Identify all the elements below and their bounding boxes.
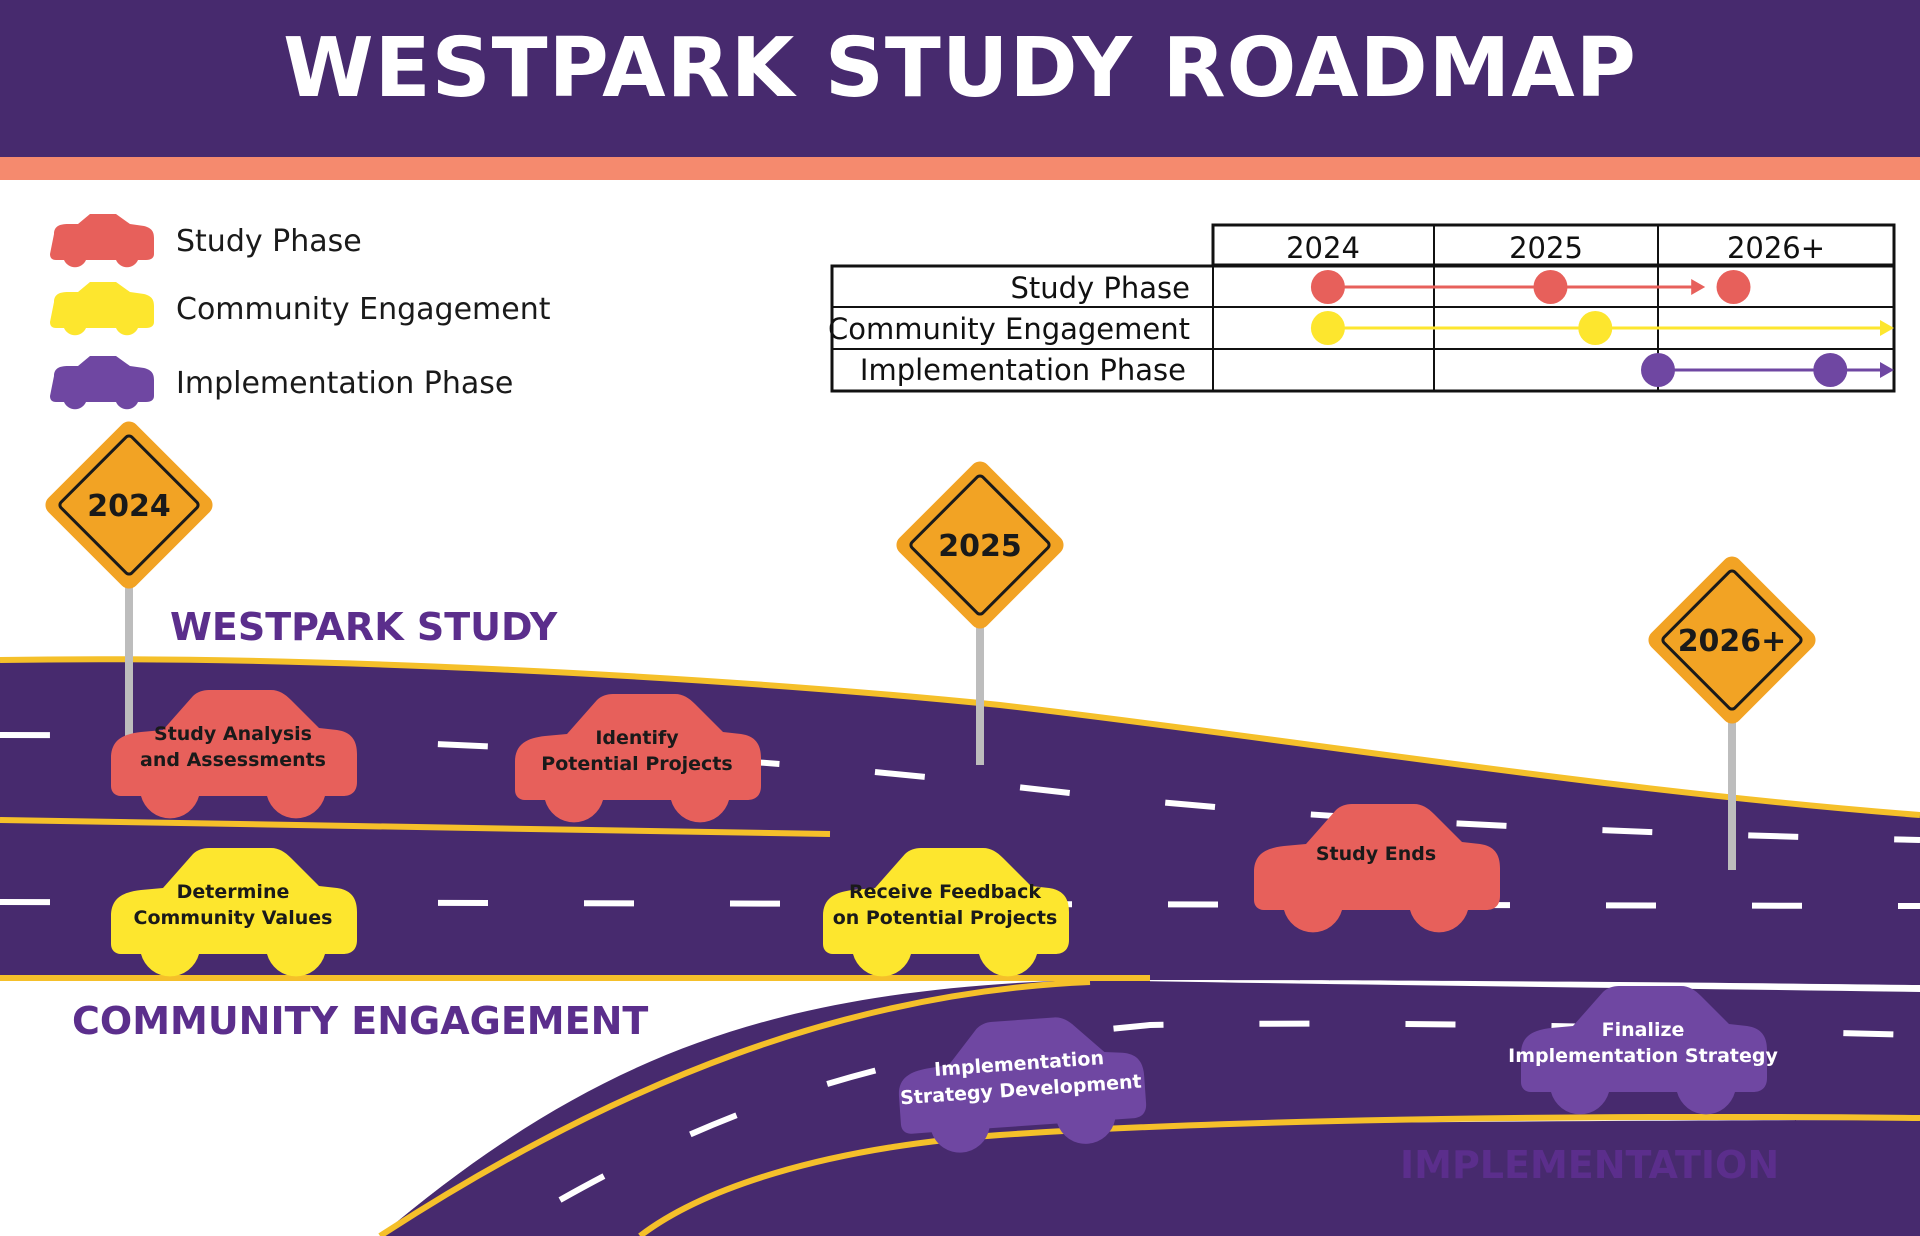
car-icon <box>50 282 154 336</box>
timeline-marker <box>1578 311 1613 345</box>
row-label: Study Phase <box>1010 271 1190 305</box>
timeline-marker <box>1310 311 1345 345</box>
road-edge-implementation-top <box>378 979 1091 1236</box>
row-label: Implementation Phase <box>860 353 1186 387</box>
legend-label: Study Phase <box>176 224 362 259</box>
header-banner: WESTPARK STUDY ROADMAP <box>0 0 1920 157</box>
car-label: Implementation Strategy <box>1508 1045 1778 1067</box>
timeline-marks <box>1310 270 1894 387</box>
sign-label: 2024 <box>87 489 171 524</box>
car-icon <box>50 214 154 268</box>
legend-item-implementation: Implementation Phase <box>46 354 606 414</box>
car-label: Receive Feedback <box>849 881 1041 903</box>
table-body-frame <box>830 264 1896 393</box>
road-car-4: Receive Feedback on Potential Projects <box>823 848 1069 977</box>
car-label: on Potential Projects <box>833 907 1058 929</box>
car-label: and Assessments <box>140 749 326 771</box>
milestone-sign-2026: 2026+ <box>1648 556 1816 870</box>
timeline-arrow <box>1880 320 1894 336</box>
year-header: 2025 <box>1509 231 1583 265</box>
section-label-implementation: IMPLEMENTATION <box>1400 1143 1779 1187</box>
accent-stripe <box>0 157 1920 180</box>
legend-item-study: Study Phase <box>46 212 606 272</box>
road-car-6: Finalize Implementation Strategy <box>1508 986 1778 1115</box>
road-car-2: Study Ends <box>1254 804 1500 933</box>
page-title: WESTPARK STUDY ROADMAP <box>283 21 1637 116</box>
section-label-community: COMMUNITY ENGAGEMENT <box>72 999 648 1043</box>
legend-label: Implementation Phase <box>176 366 514 401</box>
car-label: Identify <box>595 727 679 749</box>
car-label: Determine <box>177 881 290 903</box>
road-edge-bottom <box>638 1113 1920 1236</box>
timeline-marker <box>1533 270 1568 304</box>
car-label: Finalize <box>1602 1019 1685 1041</box>
timeline-table: 2024 2025 2026+ Study Phase Community En… <box>828 223 1896 393</box>
car-label: Potential Projects <box>541 753 732 775</box>
milestone-sign-2024: 2024 <box>45 421 213 745</box>
car-icon <box>50 356 154 410</box>
timeline-arrow <box>1691 279 1706 295</box>
road-car-1: Identify Potential Projects <box>515 694 761 823</box>
road-car-3: Determine Community Values <box>111 848 357 977</box>
car-label: Study Ends <box>1316 843 1436 865</box>
row-label: Community Engagement <box>828 312 1190 346</box>
car-label: Study Analysis <box>154 723 312 745</box>
year-header: 2024 <box>1286 231 1360 265</box>
sign-label: 2026+ <box>1678 624 1787 659</box>
section-label-study: WESTPARK STUDY <box>170 605 558 649</box>
timeline-marker <box>1310 270 1345 304</box>
road-edge-mid <box>0 817 831 837</box>
car-label: Community Values <box>134 907 333 929</box>
timeline-marker <box>1813 353 1848 387</box>
timeline-marker <box>1641 353 1675 387</box>
timeline-marker <box>1716 270 1751 304</box>
timeline-arrow <box>1880 362 1894 378</box>
road-car-0: Study Analysis and Assessments <box>111 690 357 819</box>
milestone-sign-2025: 2025 <box>896 461 1064 765</box>
road-car-5: Implementation Strategy Development <box>894 1011 1149 1157</box>
legend-item-community: Community Engagement <box>46 280 606 340</box>
legend-label: Community Engagement <box>176 292 551 327</box>
year-header: 2026+ <box>1727 231 1825 265</box>
road-edge-top <box>0 656 1920 818</box>
sign-label: 2025 <box>938 529 1022 564</box>
